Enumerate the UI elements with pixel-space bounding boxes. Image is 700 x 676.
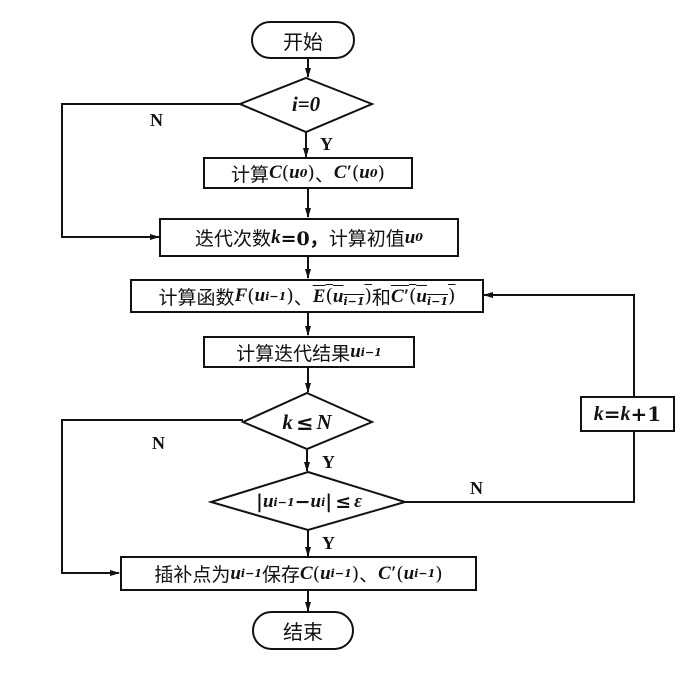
- edge-cond-i0-no: [61, 103, 240, 240]
- cond-i0-yes-label: Y: [320, 134, 333, 154]
- cond-kn-no-label: N: [152, 433, 165, 453]
- start-terminal: 开始: [251, 21, 355, 59]
- cond-i0-label: i=0: [291, 91, 321, 116]
- cond-eps-no-label: N: [470, 478, 483, 498]
- end-terminal: 结束: [252, 611, 354, 650]
- cond-kn-label: k≤N: [282, 409, 332, 435]
- edge-cond-kn-no: [61, 419, 243, 576]
- end-label: 结束: [283, 620, 323, 644]
- edge-incr-to-calc-f: [483, 292, 635, 396]
- cond-i0-no-label: N: [150, 110, 163, 130]
- cond-eps-yes-label: Y: [322, 533, 335, 553]
- start-label: 开始: [283, 29, 323, 54]
- process-increment-k: k=k+1: [580, 396, 675, 432]
- edge-cond-eps-no: [405, 431, 635, 503]
- cond-kn-yes-label: Y: [322, 452, 335, 472]
